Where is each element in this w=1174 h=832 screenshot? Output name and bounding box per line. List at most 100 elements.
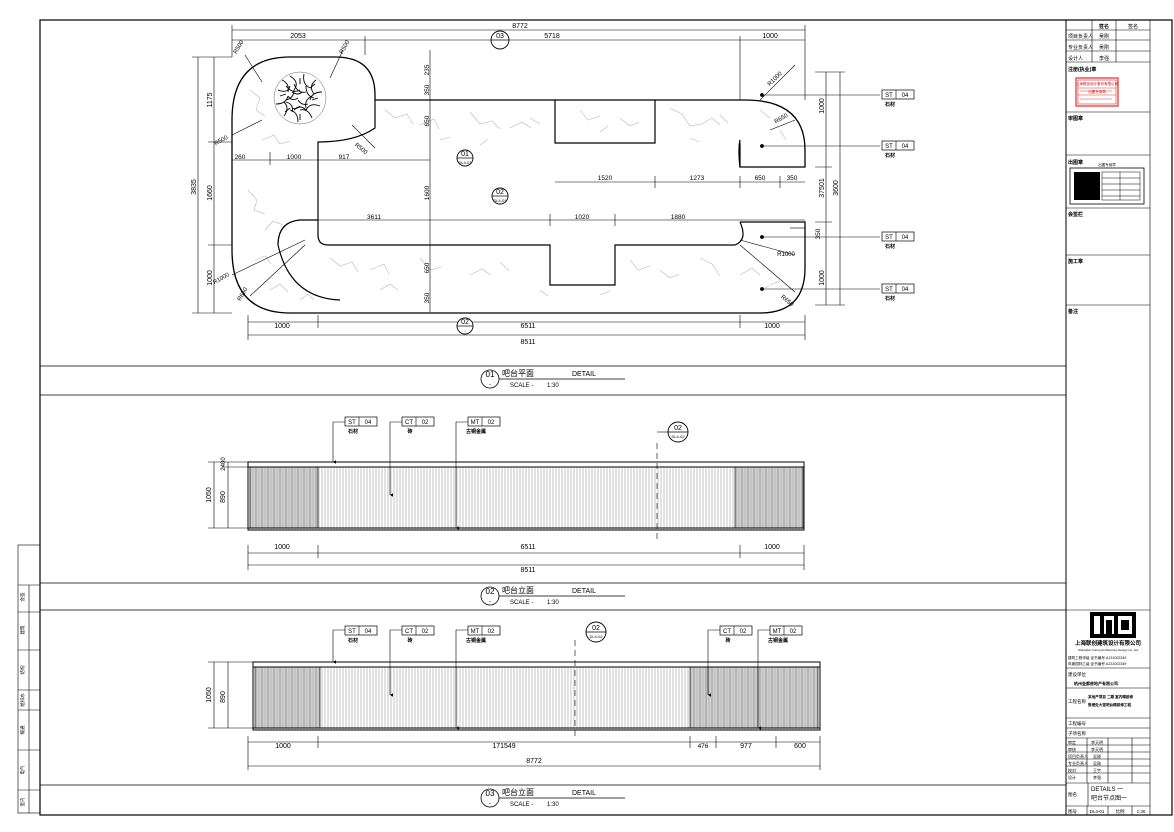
material-label: 石材	[884, 152, 895, 159]
tag-box	[467, 416, 501, 427]
tag-box	[344, 416, 378, 427]
drawing-title	[480, 788, 625, 808]
material-tag	[769, 625, 803, 636]
tb-role: 设计人	[1068, 55, 1083, 62]
tb-sign-role: 专业负责人	[1068, 760, 1088, 766]
title-name: 吧台立面	[502, 585, 534, 595]
tb-label: 图号	[1068, 809, 1077, 815]
material-label: 石材	[347, 637, 358, 644]
tag-box	[467, 625, 501, 636]
material-code: ST	[885, 144, 893, 150]
section-mark	[491, 187, 509, 205]
section-mark	[490, 30, 510, 50]
sheet-ratio: 1:30	[1137, 809, 1146, 814]
dim-inner: 3611	[367, 214, 381, 221]
material-code: CT	[723, 629, 731, 635]
stone-texture	[247, 89, 789, 301]
dim-left: 1050	[206, 487, 213, 503]
title-scale-label: SCALE -	[510, 383, 533, 389]
title-detail: DETAIL	[572, 371, 596, 378]
dim-inner: 1880	[671, 214, 686, 221]
title-number: 02	[486, 587, 495, 596]
dim-inner: 1273	[690, 175, 705, 182]
drawing-seal	[1069, 167, 1145, 205]
seal-title: 出图专用章	[1098, 162, 1116, 167]
radius-label: R650	[237, 286, 250, 302]
left-stamp-label: 电气	[19, 765, 25, 774]
tag-box	[344, 625, 378, 636]
title-circle	[480, 586, 500, 606]
planting-cluster	[273, 71, 327, 125]
material-number: 04	[902, 287, 909, 293]
elev2-leaders	[332, 629, 770, 730]
dim-left: 1660	[207, 185, 214, 201]
material-number: 04	[365, 420, 372, 426]
tb-label: 出图章	[1068, 159, 1083, 166]
tb-label: 比例	[1116, 808, 1125, 815]
material-label: 石材	[347, 428, 358, 435]
mark-number: 02	[496, 189, 504, 196]
client-name: 杭州金都房地产有限公司	[1074, 680, 1118, 686]
bar-counter-plan	[192, 25, 880, 340]
title-sheet: -	[489, 382, 491, 388]
mark-number: 02	[461, 319, 469, 326]
dim-inner: 350	[424, 292, 431, 303]
title-scale-label: SCALE -	[510, 802, 533, 808]
end-panel-left	[254, 666, 321, 729]
material-label: 砖	[407, 428, 412, 435]
title-scale: 1:30	[547, 383, 559, 389]
dim-right: 1000	[819, 270, 826, 286]
detail-mark	[667, 421, 689, 443]
material-label: 石材	[884, 101, 895, 108]
tb-label: 备注	[1067, 308, 1078, 315]
dim-bottom: 6511	[520, 323, 535, 330]
tag-box	[401, 625, 435, 636]
dim-left: 1050	[206, 687, 213, 703]
dim-bottom: 171549	[492, 743, 515, 750]
left-stamp-label: 室内	[19, 797, 26, 806]
end-panel-right	[734, 466, 804, 529]
material-number: 02	[740, 629, 747, 635]
material-number: 04	[365, 629, 372, 635]
title-detail: DETAIL	[572, 790, 596, 797]
dim-inner: 650	[424, 115, 431, 126]
dim-overall-bottom: 8772	[526, 758, 542, 765]
dim-bottom: 6511	[520, 544, 535, 551]
tb-label: 子项名称	[1068, 730, 1086, 737]
title-detail: DETAIL	[572, 588, 596, 595]
end-panel-left	[249, 466, 319, 529]
material-tag	[344, 416, 378, 427]
tb-sign-name: 李天明	[1091, 739, 1103, 745]
counter-top	[252, 661, 821, 668]
material-tag	[881, 89, 915, 100]
mark-number: 01	[461, 151, 469, 158]
material-tag	[719, 625, 753, 636]
material-number: 02	[790, 629, 797, 635]
dim-top: 2053	[290, 33, 306, 40]
material-label: 古铜金属	[466, 637, 486, 644]
counter-outline	[231, 56, 806, 314]
dim-bottom: 1000	[274, 544, 290, 551]
tb-label: 施工章	[1067, 258, 1083, 265]
titleblock-grid	[1066, 20, 1151, 815]
sheet-border	[39, 19, 1173, 816]
title-circle	[480, 788, 500, 808]
radius-label: R1000	[212, 272, 231, 286]
title-scale: 1:30	[547, 802, 559, 808]
detail-mark	[585, 621, 607, 643]
tag-leaders	[760, 93, 880, 291]
elev2-dimensions	[208, 661, 821, 770]
dim-inner: 350	[815, 228, 822, 239]
title-scale: 1:30	[547, 600, 559, 606]
dim-bottom: 1000	[275, 743, 291, 750]
radius-label: R500	[339, 39, 352, 55]
title-scale-label: SCALE -	[510, 600, 533, 606]
bar-counter-elevation-1	[208, 421, 805, 570]
mark-sheet: DL4-01	[458, 160, 472, 165]
mark-number: 03	[496, 33, 504, 40]
dim-left: 3835	[191, 179, 198, 195]
tb-label: 会签栏	[1067, 211, 1083, 218]
left-stamp-label: 暖通	[19, 725, 26, 734]
tb-sign-role: 审核	[1068, 746, 1076, 752]
dim-top: 5718	[544, 33, 560, 40]
